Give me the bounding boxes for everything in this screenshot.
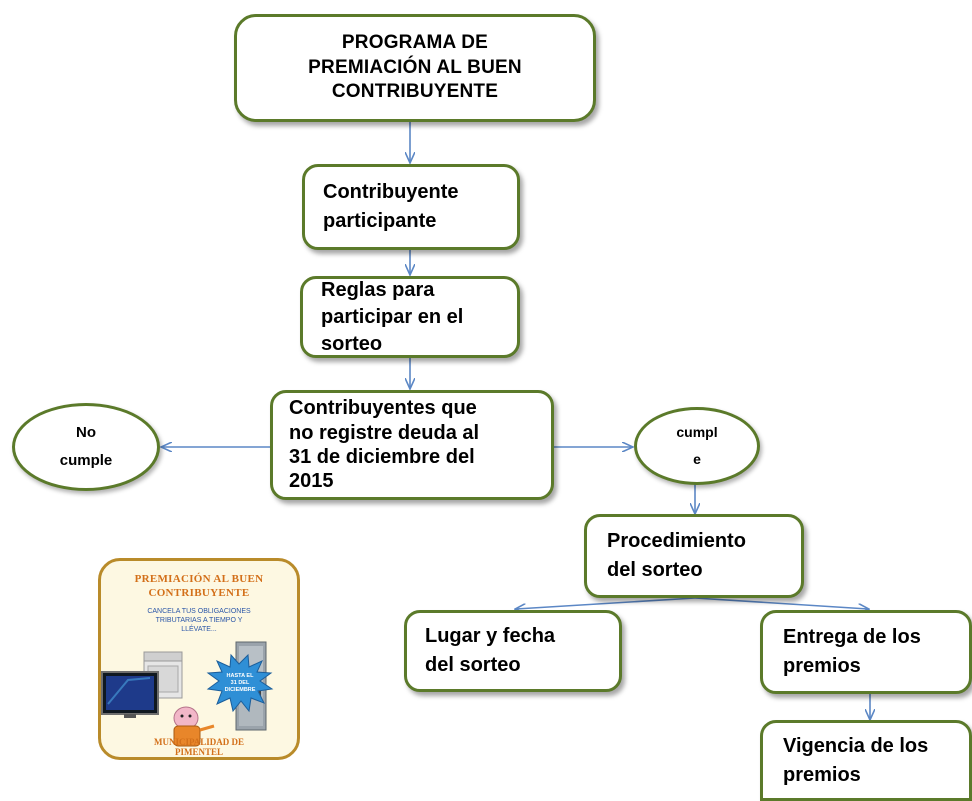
- poster-footer: MUNICIPALIDAD DE PIMENTEL: [153, 737, 245, 757]
- svg-text:DICIEMBRE: DICIEMBRE: [225, 687, 256, 693]
- cumple-ellipse: cumpl e: [634, 407, 760, 485]
- lugar-fecha-box: Lugar y fecha del sorteo: [404, 610, 622, 692]
- entrega-label: Entrega de los premios: [783, 626, 921, 677]
- lugar-fecha-label: Lugar y fecha del sorteo: [425, 625, 556, 676]
- programa-title: PROGRAMA DE PREMIACIÓN AL BUEN CONTRIBUY…: [308, 31, 522, 103]
- programa-box: PROGRAMA DE PREMIACIÓN AL BUEN CONTRIBUY…: [234, 14, 596, 122]
- vigencia-box: Vigencia de los premios: [760, 720, 972, 801]
- participante-box: Contribuyente participante: [302, 164, 520, 250]
- poster-title: PREMIACIÓN AL BUEN CONTRIBUYENTE: [134, 573, 264, 599]
- promo-poster: PREMIACIÓN AL BUEN CONTRIBUYENTE CANCELA…: [98, 558, 300, 760]
- starburst-badge: HASTA EL 31 DEL DICIEMBRE: [206, 653, 274, 713]
- poster-illustration: HASTA EL 31 DEL DICIEMBRE: [101, 641, 274, 747]
- arrow-procedimiento-to-entrega: [694, 597, 868, 609]
- svg-text:31 DEL: 31 DEL: [231, 680, 250, 686]
- procedimiento-box: Procedimiento del sorteo: [584, 514, 804, 598]
- arrow-procedimiento-to-lugar: [516, 597, 696, 609]
- cumple-label: cumpl e: [676, 424, 718, 467]
- svg-text:HASTA EL: HASTA EL: [227, 673, 255, 679]
- mascot-icon: [173, 706, 215, 747]
- procedimiento-label: Procedimiento del sorteo: [607, 530, 746, 581]
- no-cumple-ellipse: No cumple: [12, 403, 160, 491]
- no-cumple-label: No cumple: [59, 423, 113, 470]
- reglas-box: Reglas para participar en el sorteo: [300, 276, 520, 358]
- condicion-label: Contribuyentes que no registre deuda al …: [289, 397, 480, 493]
- condicion-box: Contribuyentes que no registre deuda al …: [270, 390, 554, 500]
- vigencia-label: Vigencia de los premios: [783, 734, 929, 786]
- television-icon: [101, 671, 159, 718]
- reglas-label: Reglas para participar en el sorteo: [321, 278, 464, 355]
- entrega-box: Entrega de los premios: [760, 610, 972, 694]
- participante-label: Contribuyente participante: [323, 181, 459, 232]
- poster-subtitle: CANCELA TUS OBLIGACIONES TRIBUTARIAS A T…: [147, 608, 251, 634]
